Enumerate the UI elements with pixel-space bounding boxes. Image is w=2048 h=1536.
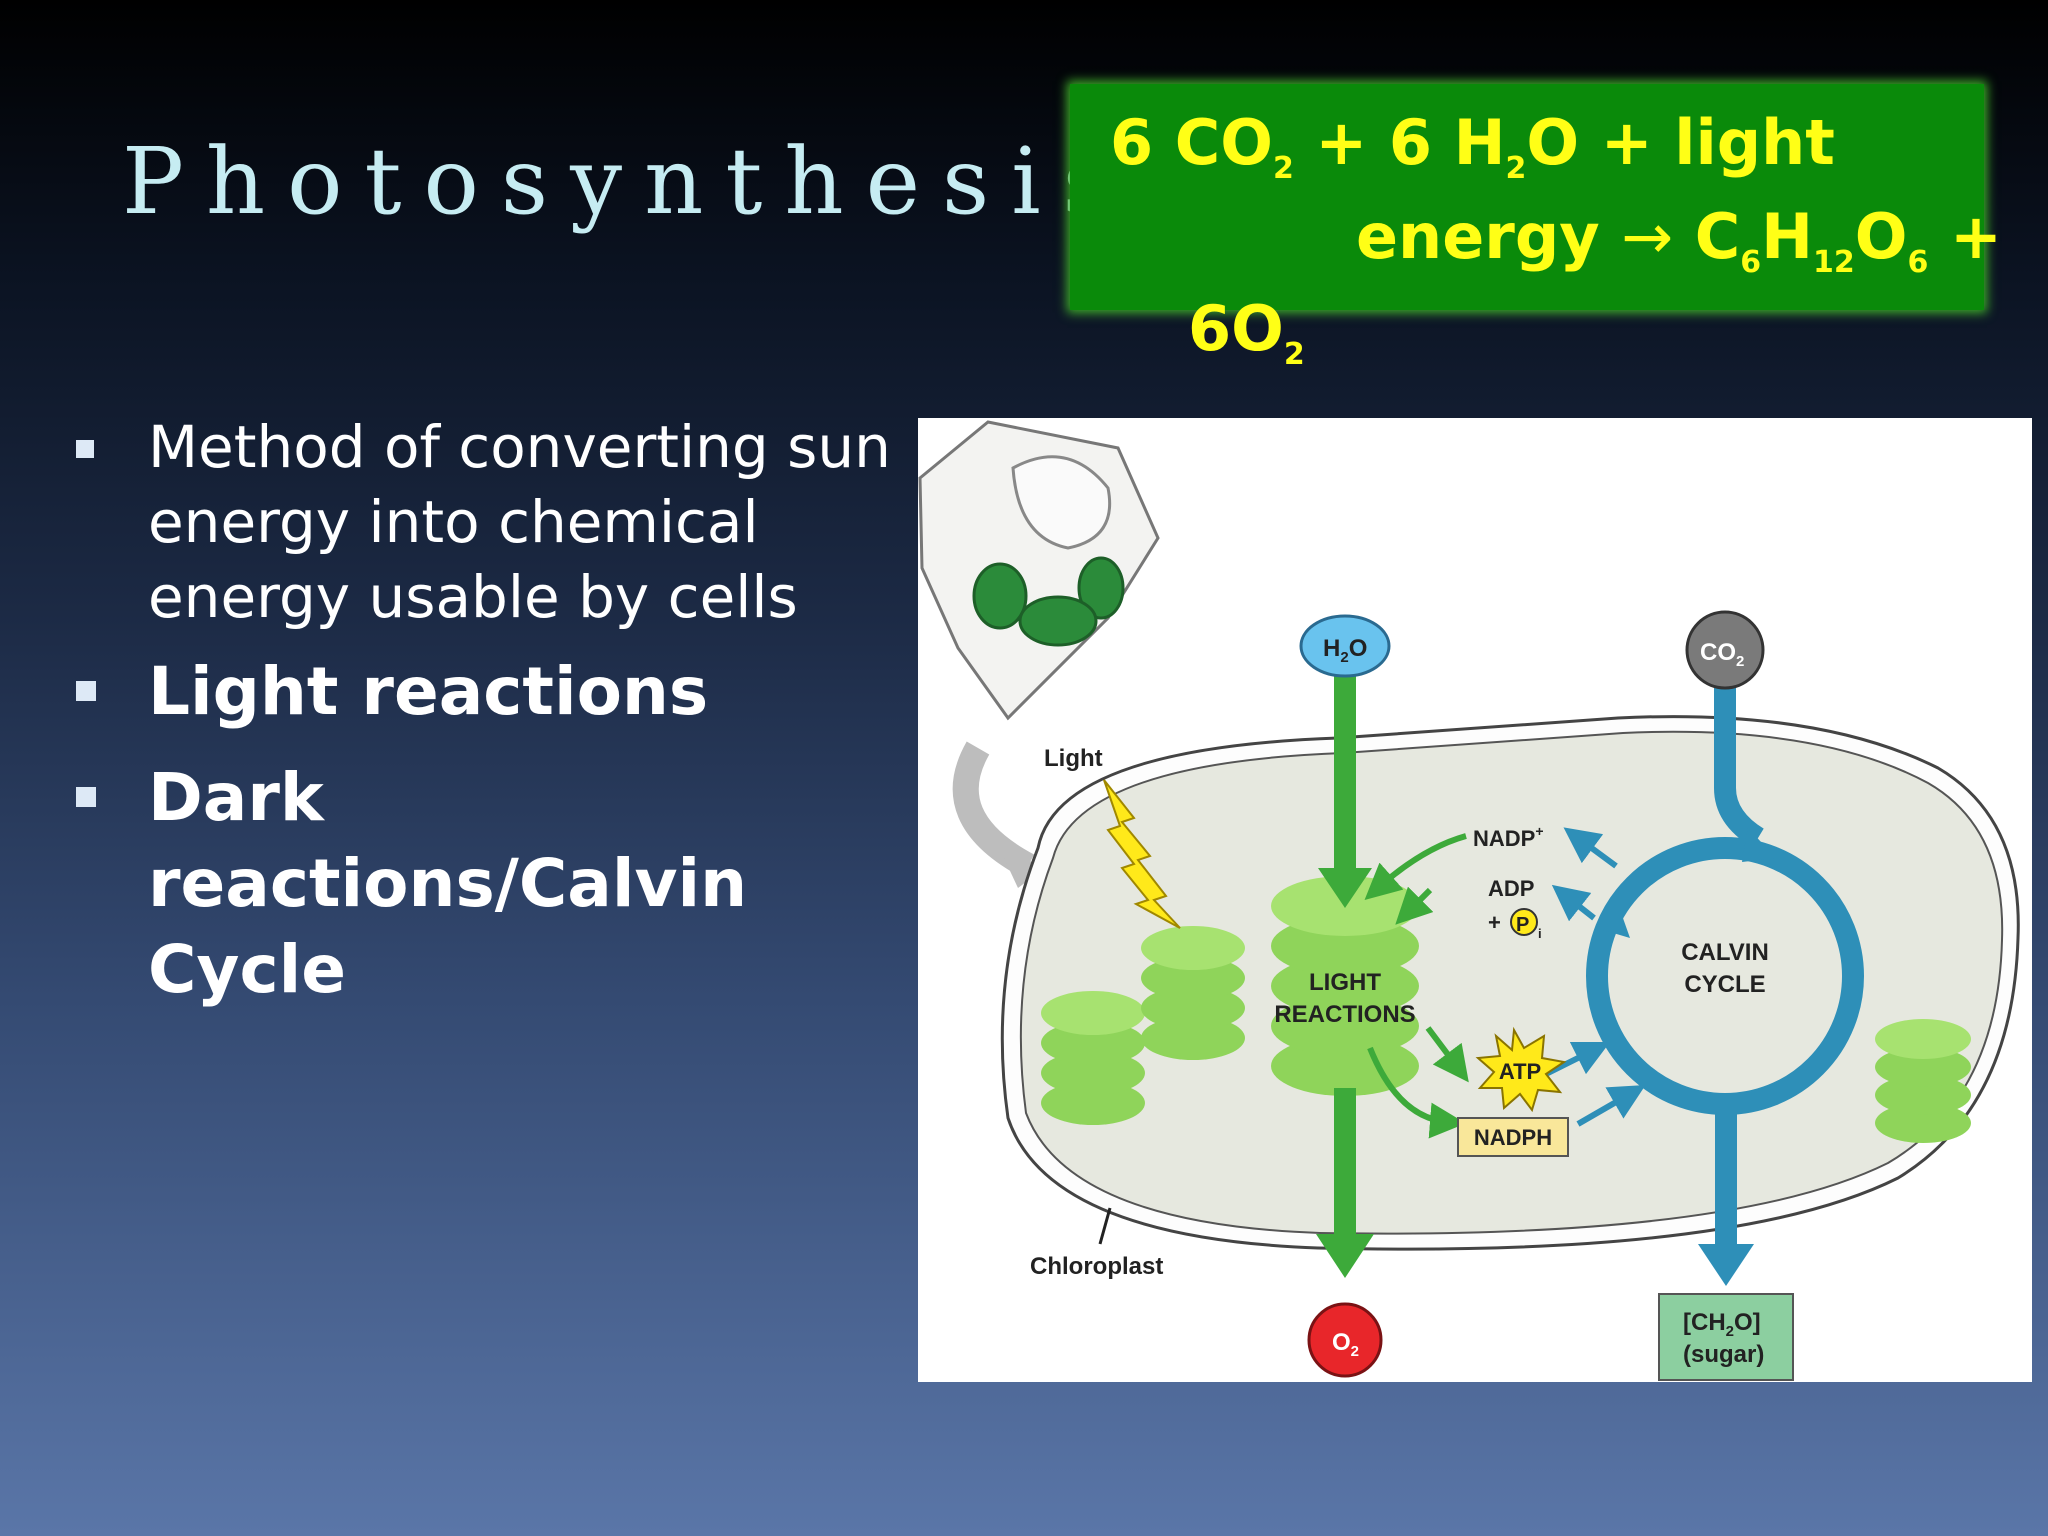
h2o-label-sub: 2 <box>1340 649 1348 666</box>
pi-label-sub: i <box>1538 926 1542 941</box>
svg-text:NADP+: NADP+ <box>1473 823 1544 851</box>
pi-label: P <box>1516 914 1529 936</box>
co2-bubble <box>1685 610 1765 690</box>
pi-plus-label: + <box>1488 910 1501 935</box>
bullet-item: Dark reactions/Calvin Cycle <box>70 755 910 1013</box>
bullet-item: Light reactions <box>70 649 910 735</box>
photosynthesis-diagram: H2O CO2 O2 [CH2O] (sugar) Light NADP+ AD… <box>918 418 2032 1382</box>
calvin-label-1: CALVIN <box>1681 939 1769 966</box>
nadph-label: NADPH <box>1474 1125 1552 1150</box>
equation-box <box>1070 84 1984 310</box>
calvin-cycle-ring <box>1586 837 1864 1115</box>
nadp-label: NADP <box>1473 826 1535 851</box>
bullet-square-icon <box>76 787 96 807</box>
o2-bubble <box>1307 1302 1383 1378</box>
thylakoid-stack-left <box>1041 991 1145 1125</box>
bullet-text: Dark reactions/Calvin Cycle <box>148 759 748 1008</box>
chloroplast-label: Chloroplast <box>1030 1253 1163 1280</box>
adp-label: ADP <box>1488 876 1534 901</box>
svg-text:O2: O2 <box>1332 1329 1359 1360</box>
sugar-label-1a: [CH <box>1683 1309 1726 1336</box>
equation-line-3: 6O2 <box>1188 292 1305 372</box>
sugar-label-2: (sugar) <box>1683 1341 1764 1368</box>
o2-label-sub: 2 <box>1351 1343 1359 1360</box>
slide-title: Photosynthesis <box>122 128 1132 235</box>
bullet-square-icon <box>76 440 94 458</box>
thylakoid-stack-right <box>1875 1019 1971 1143</box>
calvin-label-2: CYCLE <box>1684 971 1765 998</box>
sugar-label-sub: 2 <box>1726 1323 1734 1340</box>
svg-text:H2O: H2O <box>1323 635 1367 666</box>
h2o-label-o: O <box>1349 635 1368 662</box>
co2-label-sub: 2 <box>1736 653 1744 670</box>
equation-line-2: energy → C6H12O6 + <box>1356 200 2002 280</box>
co2-label: CO <box>1700 639 1736 666</box>
bullet-list: Method of converting sun energy into che… <box>70 410 910 1013</box>
bullet-text: Light reactions <box>148 653 709 730</box>
atp-starburst-icon <box>1475 1026 1567 1113</box>
thylakoid-stack-mid <box>1141 926 1245 1060</box>
phosphate-icon <box>1510 908 1538 936</box>
bullet-text: Method of converting sun energy into che… <box>148 413 891 631</box>
bullet-item: Method of converting sun energy into che… <box>70 410 910 635</box>
nadp-label-sup: + <box>1535 823 1543 839</box>
h2o-bubble <box>1299 614 1391 678</box>
nadph-box <box>1457 1117 1569 1157</box>
equation-line-1: 6 CO2 + 6 H2O + light <box>1110 106 1835 186</box>
svg-text:[CH2O]: [CH2O] <box>1683 1309 1761 1340</box>
light-label: Light <box>1044 745 1103 772</box>
h2o-label: H <box>1323 635 1340 662</box>
light-reactions-label-1: LIGHT <box>1309 969 1381 996</box>
o2-label: O <box>1332 1329 1351 1356</box>
light-reactions-label-2: REACTIONS <box>1274 1001 1415 1028</box>
bullet-square-icon <box>76 681 96 701</box>
light-bolt-icon <box>1103 779 1181 929</box>
sugar-label-1b: O] <box>1734 1309 1761 1336</box>
sugar-box <box>1658 1293 1794 1381</box>
svg-text:CO2: CO2 <box>1700 639 1744 670</box>
plant-cell-illustration <box>918 420 1160 888</box>
atp-label: ATP <box>1499 1059 1541 1084</box>
